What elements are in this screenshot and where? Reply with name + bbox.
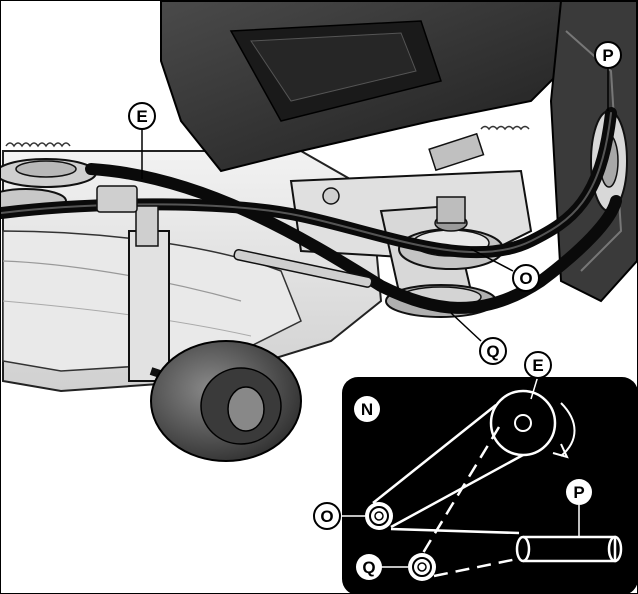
drive-belt <box>1 107 622 314</box>
inset-callout-p-label: P <box>573 483 584 502</box>
gauge-wheel <box>128 205 302 462</box>
inset-callout-o-label: O <box>320 507 333 526</box>
callout-p: P <box>594 41 622 69</box>
belt-routing-inset: N E P O Q <box>313 351 637 593</box>
inset-pulley-o <box>365 502 393 530</box>
inset-callout-p: P <box>566 479 592 505</box>
inset-callout-q: Q <box>356 554 382 580</box>
inset-callout-leaders <box>339 375 580 568</box>
callout-e: E <box>128 102 156 130</box>
inset-pulley-p <box>515 535 623 563</box>
callout-leaders <box>141 68 609 342</box>
callout-o: O <box>512 264 540 292</box>
inset-callout-o: O <box>313 502 341 530</box>
tension-spring <box>5 125 530 148</box>
inset-callout-n-label: N <box>361 400 373 419</box>
callout-o-label: O <box>519 269 532 288</box>
callout-p-label: P <box>602 46 613 65</box>
inset-callout-q-label: Q <box>362 558 375 577</box>
left-spindle-pulley <box>1 158 97 214</box>
callout-q: Q <box>479 337 507 365</box>
inset-pulley-q <box>408 553 436 581</box>
inset-belt-path <box>372 404 524 578</box>
mounting-bolts <box>96 185 373 288</box>
inset-callout-e: E <box>524 351 552 379</box>
callout-q-label: Q <box>486 342 499 361</box>
callout-e-label: E <box>136 107 147 126</box>
inset-callout-e-label: E <box>532 356 543 375</box>
inset-callout-n: N <box>354 396 380 422</box>
